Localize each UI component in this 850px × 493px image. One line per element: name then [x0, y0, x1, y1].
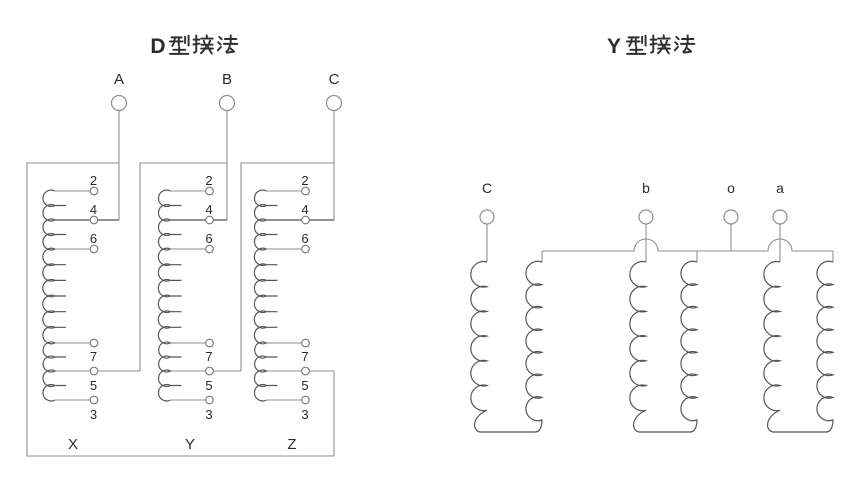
d-line-terminals: A B C — [110, 71, 343, 112]
y-coil-pair-1 — [470, 260, 544, 433]
d-terminal-a-label: A — [114, 71, 124, 88]
tap-label: 3 — [90, 407, 97, 422]
y-line-terminals: C b o a — [479, 180, 788, 225]
delta-loop-wire-c — [240, 162, 334, 371]
tap-label: 6 — [301, 231, 308, 246]
d-terminal-c-label: C — [329, 71, 340, 88]
delta-wiring — [26, 110, 335, 457]
d-terminal-b-circle — [218, 94, 236, 112]
y-terminal-o-circle — [723, 209, 739, 225]
d-terminal-b-label: B — [222, 71, 232, 88]
delta-loop-wire-b — [139, 162, 227, 371]
y-connection-diagram: Y C b o a — [470, 34, 835, 433]
y-terminal-o-label: o — [727, 180, 735, 196]
d-connection-diagram: D A B — [26, 34, 343, 457]
tap-label: 6 — [90, 231, 97, 246]
d-diagram-title: D — [150, 34, 239, 58]
d-title-latin-prefix: D — [150, 35, 165, 58]
d-terminal-a-circle — [110, 94, 128, 112]
phase-label-y: Y — [185, 436, 195, 453]
d-title-char-xing — [168, 34, 190, 55]
d-terminal-c-circle — [325, 94, 343, 112]
d-coil1-tap-labels: 2 4 6 7 5 3 — [90, 173, 97, 422]
tap-label: 7 — [90, 349, 97, 364]
y-terminal-a-label: a — [776, 180, 784, 196]
d-coil2-tap-labels: 2 4 6 7 5 3 — [205, 173, 212, 422]
tap-label: 7 — [205, 349, 212, 364]
tap-label: 5 — [90, 378, 97, 393]
delta-loop-wire-a — [26, 162, 335, 457]
tap-label: 4 — [301, 202, 308, 217]
y-terminal-a-circle — [772, 209, 788, 225]
phase-label-x: X — [68, 436, 78, 453]
y-title-char-xing — [625, 34, 647, 55]
y-terminal-b-circle — [638, 209, 654, 225]
tap-label: 3 — [301, 407, 308, 422]
y-terminal-b-label: b — [642, 180, 650, 196]
tap-label: 2 — [205, 173, 212, 188]
tap-label: 3 — [205, 407, 212, 422]
d-coil3-tap-labels: 2 4 6 7 5 3 — [301, 173, 308, 422]
y-title-latin-prefix: Y — [607, 35, 621, 58]
tap-label: 2 — [301, 173, 308, 188]
tap-label: 7 — [301, 349, 308, 364]
y-coil-pair-2 — [629, 260, 699, 433]
y-terminal-c-label: C — [482, 180, 492, 196]
y-diagram-title: Y — [607, 34, 696, 58]
d-title-char-fa — [216, 34, 239, 54]
y-title-char-jie — [649, 34, 671, 55]
star-wiring — [486, 224, 834, 262]
phase-label-z: Z — [287, 436, 296, 453]
tap-label: 2 — [90, 173, 97, 188]
star-neutral-bus-wire — [542, 238, 833, 252]
tap-label: 5 — [205, 378, 212, 393]
y-title-char-fa — [673, 34, 696, 54]
d-phase-labels: X Y Z — [68, 436, 297, 453]
tap-label: 4 — [90, 202, 97, 217]
y-terminal-c-circle — [479, 209, 495, 225]
tap-label: 4 — [205, 202, 212, 217]
d-title-char-jie — [192, 34, 214, 55]
tap-label: 6 — [205, 231, 212, 246]
y-coil-pair-3 — [763, 260, 835, 433]
tap-label: 5 — [301, 378, 308, 393]
